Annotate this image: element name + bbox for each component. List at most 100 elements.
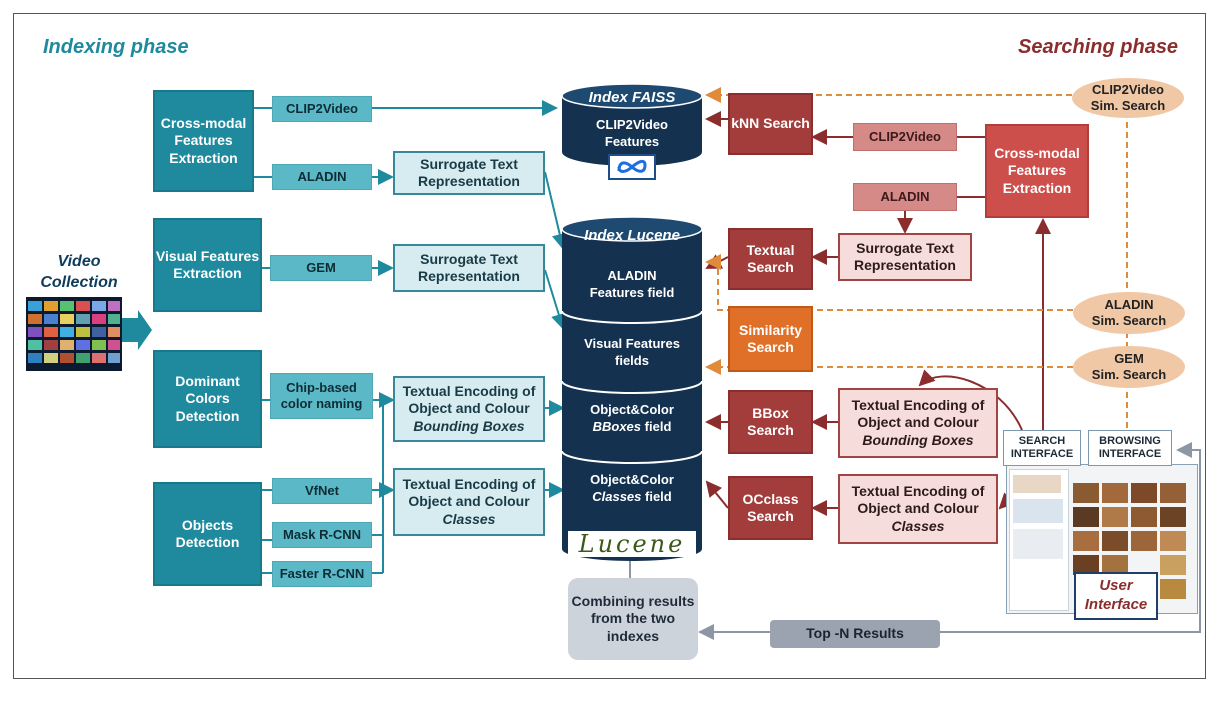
searching-phase-title: Searching phase [1018,36,1179,58]
enc-cls-line3: Classes [442,510,496,527]
ui-thumb [1073,531,1099,551]
search-interface-button[interactable]: SEARCH INTERFACE [1003,430,1081,466]
ui-thumb [1160,579,1186,599]
aladin-sim-line1: ALADIN [1104,296,1154,312]
lucene-title: Index Lucene [584,227,680,244]
textual-encoding-bbox-search: Textual Encoding of Object and Colour Bo… [838,388,998,458]
aladin-index-box: ALADIN [272,164,372,190]
ui-thumb [1073,555,1099,575]
ui-thumb [1131,531,1157,551]
aladin-sim-line2: Sim. Search [1091,313,1167,328]
browsing-interface-button[interactable]: BROWSING INTERFACE [1088,430,1172,466]
ui-thumb [1102,531,1128,551]
ui-screenshot-panel [1006,464,1198,614]
ui-thumb [1160,531,1186,551]
gem-index-box: GEM [270,255,372,281]
mask-rcnn-box: Mask R-CNN [272,522,372,548]
enc-cls-line2: Object and Colour [408,493,530,510]
ui-left-block-2 [1013,499,1063,523]
ui-thumb [1160,483,1186,503]
search-enc-cls-line1: Textual Encoding of [851,482,985,499]
surrogate-text-index-1: Surrogate Text Representation [393,151,545,195]
video-collection-line2: Collection [40,273,118,291]
textual-encoding-classes-search: Textual Encoding of Object and Colour Cl… [838,474,998,544]
cross-modal-search-box: Cross-modal Features Extraction [985,124,1089,218]
textual-encoding-classes-index: Textual Encoding of Object and Colour Cl… [393,468,545,536]
lucene-logo: Lucene [568,531,696,557]
ui-thumb [1102,483,1128,503]
indexing-phase-title: Indexing phase [43,36,189,58]
ui-left-block-3 [1013,529,1063,559]
clip-sim-line1: CLIP2Video [1091,81,1164,97]
search-enc-cls-line3: Classes [891,517,945,534]
collection-arrow [122,310,152,350]
textual-search-box: Textual Search [728,228,813,290]
ui-thumb [1131,483,1157,503]
faster-rcnn-box: Faster R-CNN [272,561,372,587]
knn-search-box: kNN Search [728,93,813,155]
dominant-colors-box: Dominant Colors Detection [153,350,262,448]
search-enc-cls-line2: Object and Colour [857,500,979,517]
surrogate-text-index-2: Surrogate Text Representation [393,244,545,292]
ui-thumb [1131,507,1157,527]
classes-field-line2: Classes field [575,489,689,506]
video-collection-line1: Video [57,253,101,270]
gem-sim-search: GEM Sim. Search [1073,346,1185,388]
combining-results-box: Combining results from the two indexes [568,578,698,660]
enc-bbox-line3: Bounding Boxes [413,417,525,434]
classes-field: Object&Color Classes field [575,472,689,506]
faiss-title: Index FAISS [588,89,676,106]
classes-field-line1: Object&Color [590,472,674,487]
similarity-search-box: Similarity Search [728,306,813,372]
aladin-search-box: ALADIN [853,183,957,211]
user-line2: Interface [1084,596,1148,613]
aladin-features-field: ALADIN Features field [589,268,675,300]
bboxes-field-word: BBoxes [592,418,642,434]
visual-extraction-box: Visual Features Extraction [153,218,262,312]
search-enc-bbox-line2: Object and Colour [857,414,979,431]
bboxes-field-suffix: field [644,418,672,434]
bboxes-field-line2: BBoxes field [575,419,689,436]
bboxes-field: Object&Color BBoxes field [575,402,689,436]
ui-thumb [1160,555,1186,575]
objects-detection-box: Objects Detection [153,482,262,586]
bboxes-field-line1: Object&Color [590,402,674,417]
occlass-search-box: OCclass Search [728,476,813,540]
classes-field-word: Classes [592,488,642,504]
result-connectors [629,442,1201,640]
ui-thumb [1073,507,1099,527]
enc-bbox-line1: Textual Encoding of [402,382,536,399]
surrogate-text-search-box: Surrogate Text Representation [838,233,972,281]
clip-sim-line2: Sim. Search [1090,98,1166,113]
visual-features-fields: Visual Features fields [584,336,680,368]
meta-logo [608,154,656,180]
aladin-sim-search: ALADIN Sim. Search [1073,292,1185,334]
vfnet-box: VfNet [272,478,372,504]
enc-bbox-line2: Object and Colour [408,400,530,417]
indexing-connectors [254,100,568,574]
chip-color-naming-box: Chip-based color naming [270,373,373,419]
clip2video-search-box: CLIP2Video [853,123,957,151]
textual-encoding-bbox-index: Textual Encoding of Object and Colour Bo… [393,376,545,442]
gem-sim-line2: Sim. Search [1091,367,1167,382]
gem-sim-line1: GEM [1114,350,1144,366]
faiss-field: CLIP2Video Features [595,117,668,149]
ui-thumb [1102,507,1128,527]
search-enc-bbox-line1: Textual Encoding of [851,396,985,413]
clip2video-index-box: CLIP2Video [272,96,372,122]
user-line1: User [1099,577,1133,595]
ui-thumb [1102,555,1128,575]
clip2video-sim-search: CLIP2Video Sim. Search [1072,78,1184,118]
ui-left-block-1 [1013,475,1061,493]
topn-results-box: Top -N Results [770,620,940,648]
user-interface-label: User Interface [1074,572,1158,620]
enc-cls-line1: Textual Encoding of [402,475,536,492]
cross-modal-extraction-box: Cross-modal Features Extraction [153,90,254,192]
video-collection-label: Video Collection [24,252,134,294]
ui-thumb [1073,483,1099,503]
classes-field-suffix: field [645,488,672,504]
video-collection-image [26,297,122,371]
faiss-index-cylinder [561,83,703,166]
bbox-search-box: BBox Search [728,390,813,454]
